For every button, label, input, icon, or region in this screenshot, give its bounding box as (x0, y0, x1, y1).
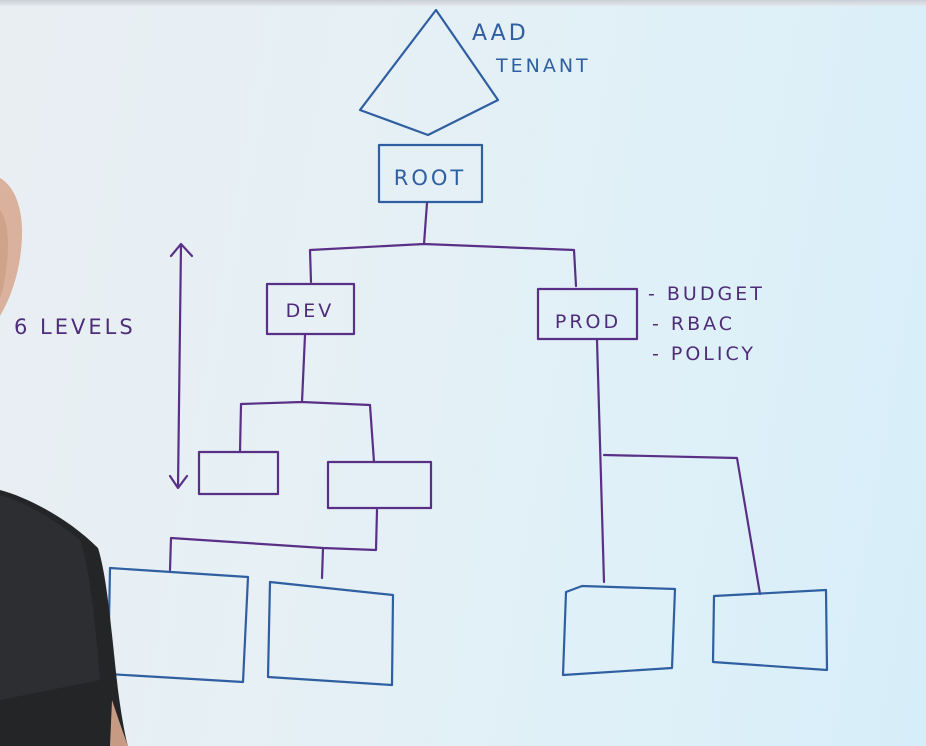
tenant-triangle (358, 8, 500, 137)
prod-attribute-rbac: - RBAC (652, 313, 735, 335)
dev-node-label: DEV (286, 300, 335, 322)
dev-node-box (265, 282, 356, 336)
tenant-label-line1: AAD (472, 21, 529, 46)
dev-leaf-connector (168, 508, 379, 580)
whiteboard-frame (0, 0, 926, 6)
prod-connector (595, 338, 762, 596)
dev-child-box-left (197, 450, 280, 496)
prod-attribute-budget: - BUDGET (648, 283, 765, 305)
root-node-label: ROOT (394, 166, 466, 190)
root-connector (308, 201, 578, 288)
levels-label: 6 LEVELS (14, 315, 136, 339)
prod-attribute-policy: - POLICY (652, 343, 756, 365)
root-node-box (377, 143, 484, 204)
prod-node-label: PROD (555, 311, 621, 333)
prod-node-box (536, 287, 639, 341)
levels-double-arrow (168, 242, 194, 490)
dev-leaf-box-2 (266, 580, 395, 687)
presenter-figure (0, 178, 128, 746)
dev-child-box-right (326, 460, 433, 510)
prod-leaf-box-2 (711, 588, 829, 672)
tenant-label-line2: TENANT (495, 55, 591, 77)
prod-leaf-box-1 (561, 584, 677, 677)
dev-leaf-box-1 (106, 566, 250, 684)
dev-connector (238, 333, 376, 464)
